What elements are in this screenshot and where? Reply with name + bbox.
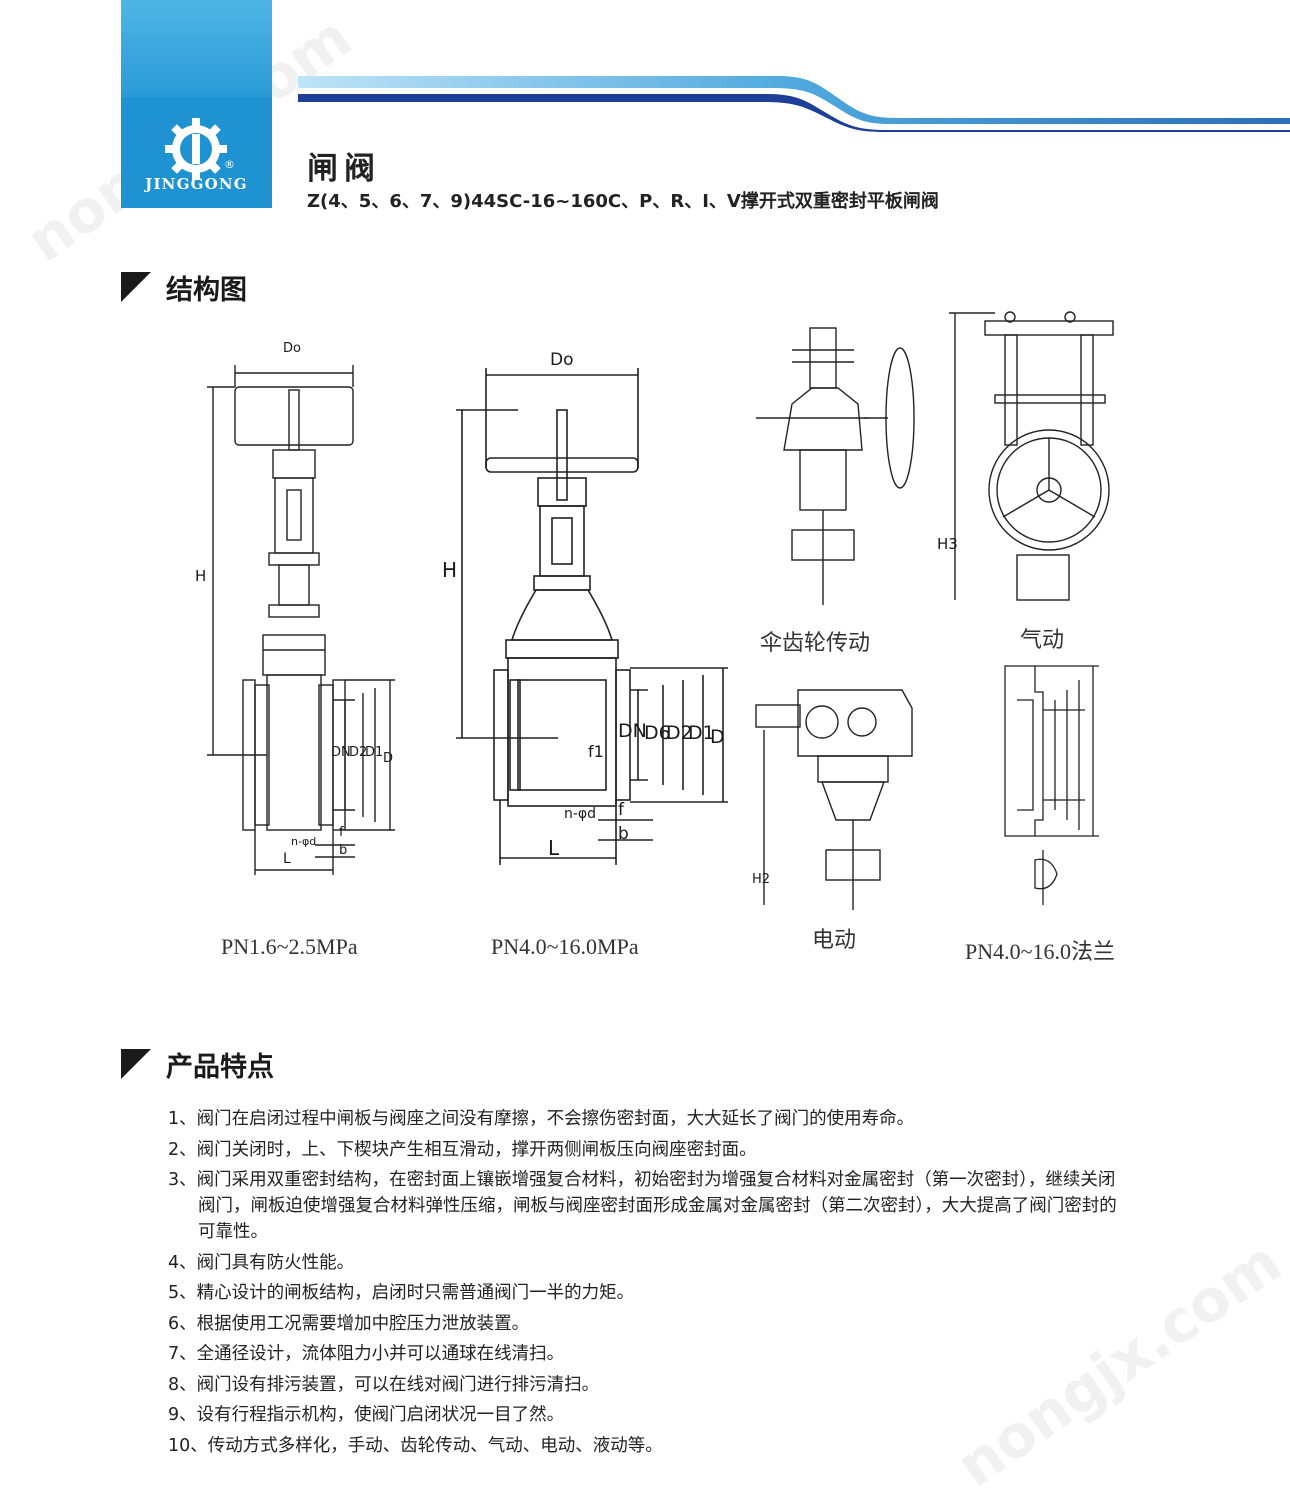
section-features-title: 产品特点 — [166, 1052, 274, 1083]
dim-h2: H2 — [752, 872, 771, 887]
dim-h: H — [195, 567, 207, 585]
features-list: 1、阀门在启闭过程中闸板与阀座之间没有摩擦，不会擦伤密封面，大大延长了阀门的使用… — [168, 1106, 1128, 1463]
logo-top-panel — [121, 0, 272, 97]
dim-d6: D6 — [644, 722, 671, 744]
dim-d0: Do — [283, 341, 301, 356]
page-title: 闸阀 — [307, 151, 381, 187]
feature-item: 7、全通径设计，流体阻力小并可以通球在线清扫。 — [168, 1344, 565, 1364]
dim-d1: D1 — [688, 722, 715, 744]
header-band — [298, 76, 1290, 132]
section-structure-title: 结构图 — [166, 275, 247, 306]
feature-item: 1、阀门在启闭过程中闸板与阀座之间没有摩擦，不会擦伤密封面，大大延长了阀门的使用… — [168, 1109, 915, 1129]
caption-pn-high: PN4.0~16.0MPa — [491, 934, 639, 959]
feature-item: 5、精心设计的闸板结构，启闭时只需普通阀门一半的力矩。 — [168, 1283, 635, 1303]
caption-gear: 伞齿轮传动 — [760, 630, 871, 655]
dim-h3: H3 — [937, 535, 958, 553]
dim-l: L — [283, 851, 291, 867]
dim-d2: D2 — [349, 745, 368, 760]
dim-f: f — [618, 800, 624, 820]
dim-b: b — [339, 843, 348, 858]
feature-item: 6、根据使用工况需要增加中腔压力泄放装置。 — [168, 1313, 530, 1334]
section-marker-icon — [121, 272, 151, 302]
brand-logo: ® JINGGONG — [121, 0, 272, 208]
dim-n-phi-d: n-φd — [564, 806, 597, 822]
gear-logo-icon — [165, 118, 227, 180]
dim-d: D — [383, 751, 394, 766]
flange-drawing — [985, 660, 1110, 910]
section-marker-icon — [121, 1049, 151, 1079]
dim-b: b — [618, 824, 629, 844]
electric-drive-drawing: H2 — [752, 660, 927, 910]
caption-pn-low: PN1.6~2.5MPa — [221, 934, 358, 959]
feature-item: 8、阀门设有排污装置，可以在线对阀门进行排污清扫。 — [168, 1374, 600, 1395]
dim-f1: f1 — [588, 742, 604, 761]
dim-d2: D2 — [666, 722, 693, 744]
feature-item: 10、传动方式多样化，手动、齿轮传动、气动、电动、液动等。 — [168, 1435, 663, 1456]
pneumatic-drawing: H3 — [935, 305, 1125, 605]
dim-n-phi-d: n-φd — [291, 835, 317, 848]
valve-drawing-high-pressure: Do H DN D6 D2 D1 D f1 L f b n-φd — [438, 350, 738, 870]
dim-f: f — [339, 825, 344, 840]
brand-name: JINGGONG — [145, 175, 248, 193]
caption-pneumatic: 气动 — [1020, 627, 1065, 652]
dim-d1: D1 — [365, 745, 384, 760]
valve-drawing-low-pressure: Do H DN D2 D1 D L b f n-φd — [195, 335, 410, 880]
feature-item: 2、阀门关闭时，上、下楔块产生相互滑动，撑开两侧闸板压向阀座密封面。 — [168, 1139, 757, 1160]
dim-d: D — [710, 726, 725, 748]
feature-item: 4、阀门具有防火性能。 — [168, 1252, 355, 1273]
dim-dn: DN — [331, 745, 351, 760]
registered-mark: ® — [224, 158, 235, 171]
feature-item: 9、设有行程指示机构，使阀门启闭状况一目了然。 — [168, 1405, 565, 1425]
caption-flange: PN4.0~16.0法兰 — [965, 939, 1116, 964]
dim-l: L — [548, 836, 560, 860]
dim-dn: DN — [618, 720, 647, 742]
caption-electric: 电动 — [812, 927, 857, 952]
dim-d0: Do — [550, 350, 574, 370]
dim-h: H — [442, 558, 458, 582]
page-subtitle: Z(4、5、6、7、9)44SC-16~160C、P、R、I、V撑开式双重密封平… — [307, 191, 939, 212]
gear-drive-drawing — [752, 320, 937, 605]
feature-item: 3、阀门采用双重密封结构，在密封面上镶嵌增强复合材料，初始密封为增强复合材料对金… — [168, 1170, 1117, 1242]
